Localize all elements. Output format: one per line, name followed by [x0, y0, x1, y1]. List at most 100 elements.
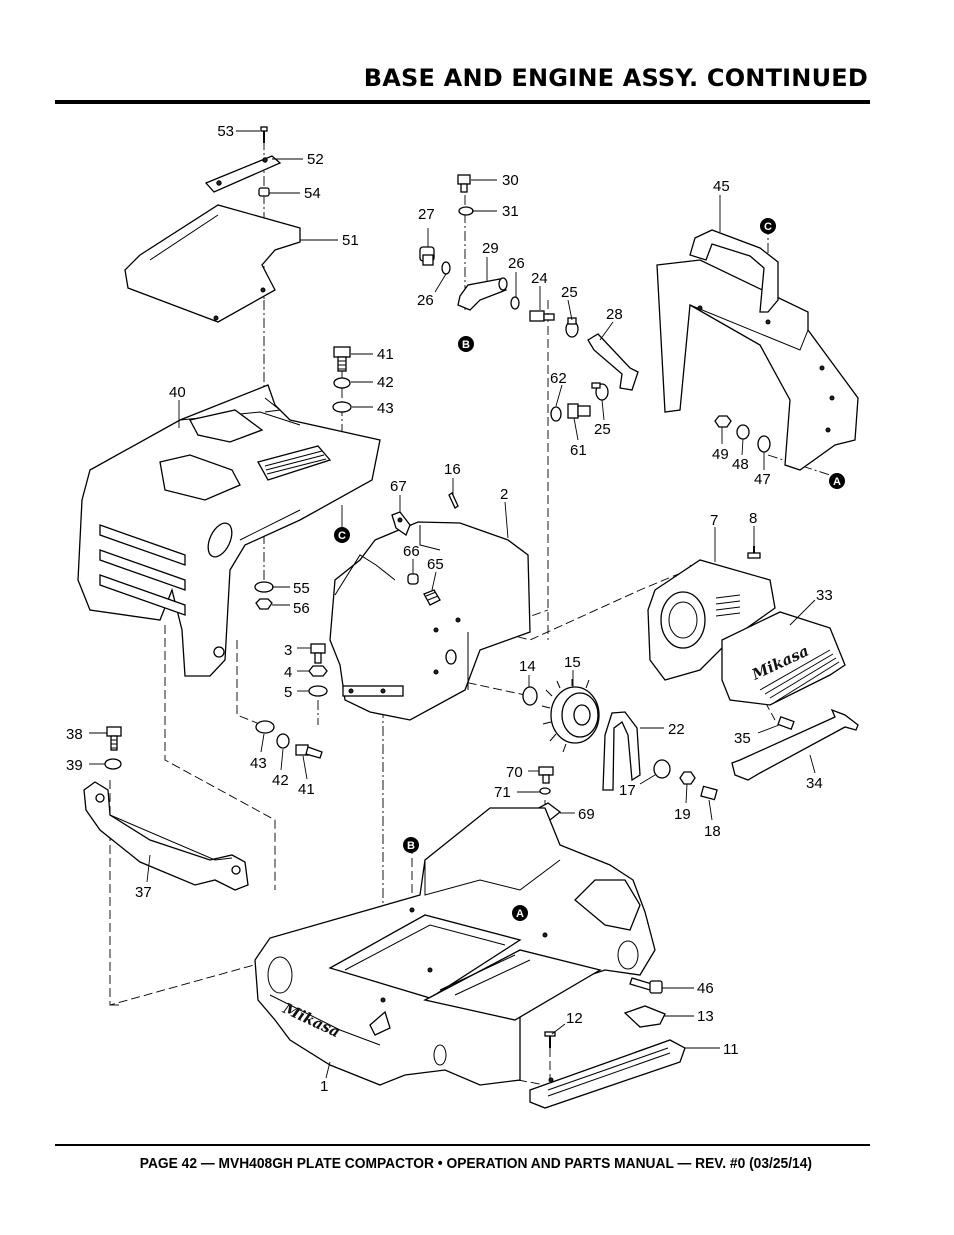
- washer-43-lower: [255, 720, 275, 734]
- fitting-61: [567, 403, 591, 419]
- callout-22: 22: [668, 721, 685, 738]
- clip-67: [391, 511, 411, 537]
- callout-37: 37: [135, 884, 152, 901]
- callout-69: 69: [578, 806, 595, 823]
- callout-24: 24: [531, 270, 548, 287]
- callout-11: 11: [723, 1041, 739, 1058]
- screw-35: [777, 716, 795, 730]
- cable: [334, 554, 396, 596]
- screw-12: [544, 1031, 556, 1048]
- callout-3: 3: [284, 642, 292, 659]
- callout-18: 18: [704, 823, 721, 840]
- marker-b-top: B: [458, 336, 474, 352]
- callout-46: 46: [697, 980, 714, 997]
- marker-a-base: A: [512, 905, 528, 921]
- screw-8: [747, 546, 761, 559]
- oring-26-left: [441, 261, 451, 275]
- callout-17: 17: [619, 782, 636, 799]
- callout-25-lower: 25: [594, 421, 611, 438]
- bearing-14: [522, 686, 538, 706]
- callout-42-lower: 42: [272, 772, 289, 789]
- callout-40: 40: [169, 384, 186, 401]
- pulley-17: [653, 759, 671, 779]
- clutch-15: [541, 679, 600, 753]
- svg-text:C: C: [338, 530, 346, 542]
- callout-61: 61: [570, 442, 587, 459]
- svg-text:B: B: [407, 840, 415, 852]
- nut-56: [255, 598, 273, 610]
- callout-26-left: 26: [417, 292, 434, 309]
- marker-b-base: B: [403, 837, 419, 853]
- bolt-30: [457, 174, 471, 193]
- callout-71: 71: [494, 784, 511, 801]
- fitting-27: [419, 246, 435, 266]
- callout-27: 27: [418, 206, 435, 223]
- engine-cover-40: [77, 384, 381, 677]
- handle-frame-45: [656, 229, 859, 471]
- lockwasher-42-lower: [276, 733, 290, 749]
- engine-2: [329, 521, 531, 721]
- callout-31: 31: [502, 203, 519, 220]
- callout-1: 1: [320, 1078, 328, 1095]
- nut-19: [679, 771, 696, 785]
- washer-5: [308, 685, 328, 697]
- clamp-25-lower: [591, 382, 609, 401]
- svg-text:B: B: [462, 339, 470, 351]
- fitting-24: [529, 310, 555, 322]
- fitting-66: [407, 573, 419, 585]
- tube-29: [457, 277, 508, 311]
- bolt-46: [629, 977, 663, 994]
- footer-rule: [55, 1144, 870, 1146]
- washer-39: [104, 758, 122, 770]
- callout-16: 16: [444, 461, 461, 478]
- nut-4: [308, 665, 328, 677]
- nut-49: [714, 415, 732, 428]
- lockwasher-42-top: [333, 377, 351, 389]
- callout-47: 47: [754, 471, 771, 488]
- callout-45: 45: [713, 178, 730, 195]
- cover-strap-52: [204, 155, 282, 193]
- callout-13: 13: [697, 1008, 714, 1025]
- callout-39: 39: [66, 757, 83, 774]
- svg-text:C: C: [764, 221, 772, 233]
- callout-67: 67: [390, 478, 407, 495]
- callout-numbers: 53 52 54 51 30 27 31 29 26 26 24 25 28 6…: [66, 123, 833, 1095]
- nut-54: [258, 187, 270, 197]
- bolt-18: [700, 785, 718, 801]
- callout-42-top: 42: [377, 374, 394, 391]
- title-rule: [55, 100, 870, 104]
- callout-41-top: 41: [377, 346, 394, 363]
- callout-14: 14: [519, 658, 536, 675]
- belt-22: [602, 711, 641, 791]
- callout-7: 7: [710, 512, 718, 529]
- page-footer: PAGE 42 — MVH408GH PLATE COMPACTOR • OPE…: [139, 1155, 812, 1172]
- bolt-41-lower: [295, 744, 323, 759]
- callout-43-top: 43: [377, 400, 394, 417]
- bolt-41-top: [333, 346, 351, 372]
- washer-43-top: [332, 401, 352, 413]
- callout-8: 8: [749, 510, 757, 527]
- callout-70: 70: [506, 764, 523, 781]
- callout-28: 28: [606, 306, 623, 323]
- spring-65: [423, 589, 441, 606]
- clamp-25-top: [565, 317, 579, 338]
- callout-12: 12: [566, 1010, 583, 1027]
- bracket-37: [83, 781, 249, 891]
- plate-13: [623, 1005, 666, 1028]
- marker-c-cover: C: [334, 505, 350, 543]
- callout-34: 34: [806, 775, 823, 792]
- callout-30: 30: [502, 172, 519, 189]
- callout-52: 52: [307, 151, 324, 168]
- callout-15: 15: [564, 654, 581, 671]
- cover-plate-51: [124, 204, 301, 323]
- callout-51: 51: [342, 232, 359, 249]
- callout-54: 54: [304, 185, 321, 202]
- callout-55: 55: [293, 580, 310, 597]
- washer-55: [254, 581, 274, 593]
- pin-16: [448, 492, 459, 509]
- oring-62: [550, 406, 562, 422]
- callout-2: 2: [500, 486, 508, 503]
- bolt-70: [538, 766, 554, 784]
- callout-56: 56: [293, 600, 310, 617]
